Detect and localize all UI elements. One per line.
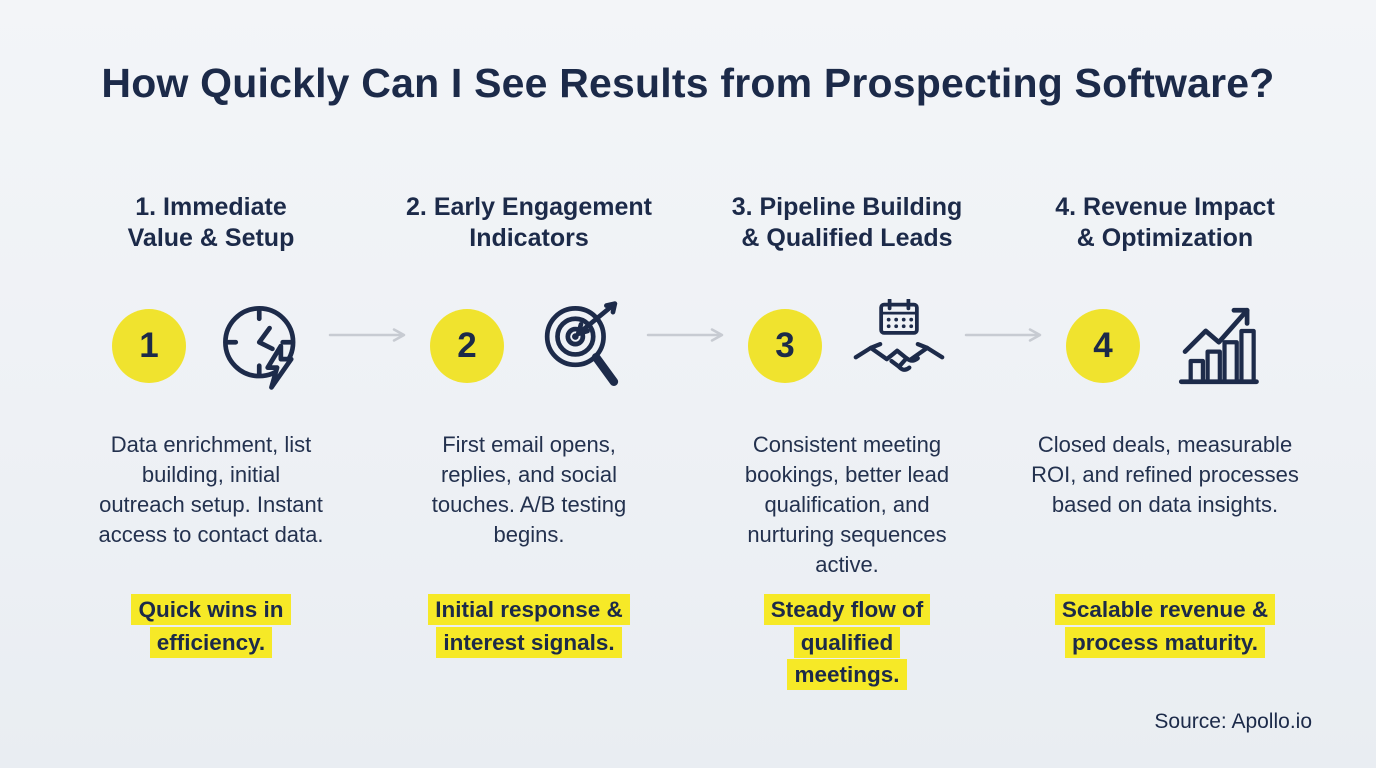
step-3-highlight: Steady flow of qualified meetings. xyxy=(740,594,955,692)
flow-arrow-1-2 xyxy=(328,328,412,342)
flow-arrow-3-4 xyxy=(964,328,1048,342)
step-2-icon-row: 2 xyxy=(430,288,628,404)
step-3: 3. Pipeline Building & Qualified Leads 3 xyxy=(688,192,1006,692)
clock-lightning-icon xyxy=(216,299,310,393)
calendar-handshake-icon xyxy=(852,299,946,393)
step-4-heading: 4. Revenue Impact & Optimization xyxy=(1055,193,1275,252)
step-2-description: First email opens, replies, and social t… xyxy=(431,432,627,547)
step-3-icon-row: 3 xyxy=(748,288,946,404)
step-1-highlight: Quick wins in efficiency. xyxy=(120,594,302,659)
target-magnifier-icon xyxy=(534,299,628,393)
step-2: 2. Early Engagement Indicators 2 xyxy=(370,192,688,692)
step-4-highlight: Scalable revenue & process maturity. xyxy=(1051,594,1279,659)
page-title: How Quickly Can I See Results from Prosp… xyxy=(101,60,1275,106)
step-2-highlight: Initial response & interest signals. xyxy=(427,594,632,659)
step-2-heading: 2. Early Engagement Indicators xyxy=(406,193,652,252)
step-3-heading: 3. Pipeline Building & Qualified Leads xyxy=(731,193,963,252)
step-1-number-badge: 1 xyxy=(112,309,186,383)
growth-chart-icon xyxy=(1170,299,1264,393)
steps-row: 1. Immediate Value & Setup 1 Data enrich… xyxy=(52,192,1324,692)
step-4-description: Closed deals, measurable ROI, and refine… xyxy=(1031,432,1299,517)
step-4-number-badge: 4 xyxy=(1066,309,1140,383)
step-1-icon-row: 1 xyxy=(112,288,310,404)
step-4: 4. Revenue Impact & Optimization 4 Close… xyxy=(1006,192,1324,692)
step-1: 1. Immediate Value & Setup 1 Data enrich… xyxy=(52,192,370,692)
step-1-description: Data enrichment, list building, initial … xyxy=(98,432,324,547)
step-3-number-badge: 3 xyxy=(748,309,822,383)
step-4-icon-row: 4 xyxy=(1066,288,1264,404)
step-3-description: Consistent meeting bookings, better lead… xyxy=(744,432,950,577)
step-2-number-badge: 2 xyxy=(430,309,504,383)
flow-arrow-2-3 xyxy=(646,328,730,342)
step-1-heading: 1. Immediate Value & Setup xyxy=(127,193,295,252)
source-attribution: Source: Apollo.io xyxy=(1154,710,1312,733)
